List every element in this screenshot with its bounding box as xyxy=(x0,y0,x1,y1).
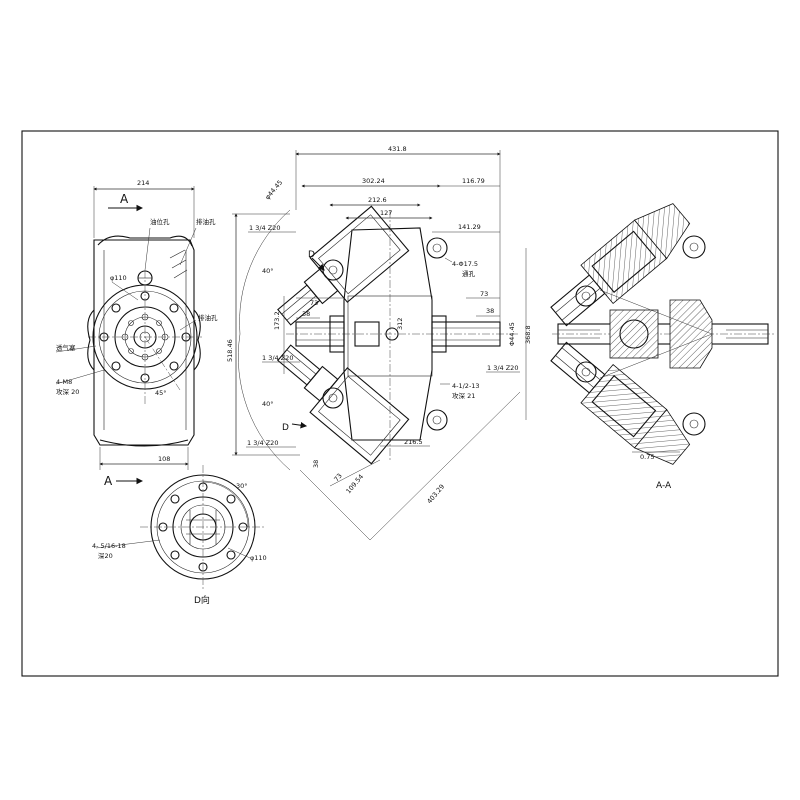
d-direction-label-bottom: D xyxy=(282,423,289,433)
dim-116-label: 116.79 xyxy=(462,177,485,185)
spline-right-label: 1 3/4 Z20 xyxy=(487,364,518,372)
angle-bottom-label: 40° xyxy=(262,400,274,408)
dim-312-label: 312 xyxy=(396,318,404,330)
spline-bottom-label: 1 3/4 Z20 xyxy=(247,439,278,447)
angle-top-label: 40° xyxy=(262,267,274,275)
section-arrow-label-top: A xyxy=(120,192,129,206)
drain-hole-label: 排油孔 xyxy=(196,217,216,226)
thread-right-label: 4-1/2-13 xyxy=(452,382,480,390)
left-side-view: 214 A 108 油位孔 排油孔 φ110 排油孔 透气塞 4-M8 攻深 2… xyxy=(55,179,218,470)
dim-73-right-label: 73 xyxy=(480,290,488,298)
dim-73-bottom-label: 73 xyxy=(332,472,343,483)
bottom-thread-label: 4- 5/16-18 xyxy=(92,542,126,550)
bore-label: φ110 xyxy=(110,274,127,282)
section-arrow-label-bottom: A xyxy=(104,474,113,488)
d-direction-label-top: D xyxy=(308,250,315,260)
dim-44-right-label: Φ44.45 xyxy=(508,322,516,346)
breather-label: 排油孔 xyxy=(198,313,218,322)
spline-left-label: 1 3/4 Z20 xyxy=(262,354,293,362)
bottom-angle-label: 30° xyxy=(236,482,248,490)
dim-height-label: 518.46 xyxy=(226,339,234,362)
thread-label: 4-M8 xyxy=(56,378,72,386)
bottom-thread-depth-label: 深20 xyxy=(98,551,113,560)
dim-075-label: 0.75 xyxy=(640,453,654,461)
main-front-view: 431.8 302.24 116.79 212.6 127 141.29 φ44… xyxy=(226,145,532,541)
hole-note-label: 通孔 xyxy=(462,269,476,278)
drawing-border xyxy=(21,130,779,677)
dim-368-label: 368.8 xyxy=(524,325,532,344)
dim-diag-top-label: φ44.45 xyxy=(263,179,284,202)
dim-127-label: 127 xyxy=(380,209,392,217)
dim-width-label: 214 xyxy=(137,179,149,187)
dim-73-left-label: 73 xyxy=(310,299,318,307)
dim-173-label: 173.2 xyxy=(273,311,281,330)
dim-109-label: 109.54 xyxy=(344,473,365,496)
dim-216-label: 216.5 xyxy=(404,438,423,446)
dim-141-label: 141.29 xyxy=(458,223,481,231)
dim-302-label: 302.24 xyxy=(362,177,385,185)
dim-403-label: 403.29 xyxy=(425,483,446,506)
hole-spec-label: 4-Φ17.5 xyxy=(452,260,478,268)
spline-top-label: 1 3/4 Z20 xyxy=(249,224,280,232)
dim-bottom-label: 108 xyxy=(158,455,170,463)
thread-depth-label: 攻深 20 xyxy=(56,387,79,396)
dim-overall-label: 431.8 xyxy=(388,145,407,153)
vent-plug-label: 透气塞 xyxy=(56,343,76,352)
thread-right-depth-label: 攻深 21 xyxy=(452,391,475,400)
dim-38-left-label: 38 xyxy=(302,310,310,318)
dim-212-label: 212.6 xyxy=(368,196,387,204)
d-view-title: D向 xyxy=(194,594,210,606)
section-a-a-view: 0.75 A-A xyxy=(550,203,775,491)
bottom-bore-label: φ110 xyxy=(250,554,267,562)
dim-38-right-label: 38 xyxy=(486,307,494,315)
bottom-d-view: 30° A 4- 5/16-18 深20 φ110 D向 xyxy=(92,465,267,606)
dim-38-bottom-label: 38 xyxy=(312,460,320,468)
section-a-a-title: A-A xyxy=(656,481,672,491)
angle-45-label: 45° xyxy=(155,389,167,397)
oil-level-hole-label: 油位孔 xyxy=(150,217,170,226)
